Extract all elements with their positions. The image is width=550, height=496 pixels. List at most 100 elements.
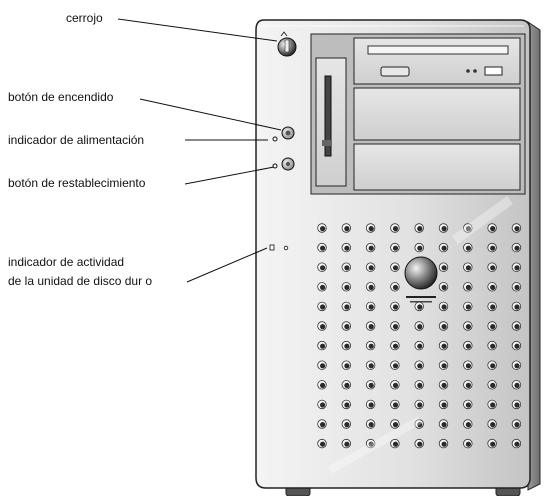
vent-hole-shadow <box>417 422 423 428</box>
vent-hole-shadow <box>344 226 350 232</box>
vent-hole-shadow <box>514 284 520 290</box>
vent-hole-shadow <box>320 402 326 408</box>
vent-hole-shadow <box>392 304 399 310</box>
label-reset-button: botón de restablecimiento <box>8 176 146 190</box>
vent-hole-shadow <box>465 284 471 290</box>
vent-hole-shadow <box>465 402 471 408</box>
vent-hole-shadow <box>392 422 399 428</box>
bezel-shading <box>328 195 513 474</box>
vent-hole-shadow <box>368 265 374 271</box>
vent-hole-shadow <box>514 226 520 232</box>
vent-hole-shadow <box>465 363 471 369</box>
vent-hole-shadow <box>344 363 350 369</box>
vent-hole-shadow <box>490 363 496 369</box>
reset-button[interactable] <box>281 157 295 171</box>
vent-hole-shadow <box>368 402 374 408</box>
vent-hole-shadow <box>514 363 520 369</box>
vent-hole-shadow <box>320 382 326 388</box>
vent-hole-shadow <box>344 324 350 330</box>
vent-hole-shadow <box>344 422 350 428</box>
vent-hole-shadow <box>392 382 399 388</box>
vent-hole-shadow <box>392 226 399 232</box>
vent-hole-shadow <box>368 382 374 388</box>
hdd-activity-indicator-led <box>269 244 289 251</box>
vent-hole-shadow <box>320 265 326 271</box>
vent-hole-shadow <box>392 245 399 251</box>
cdrom-drive[interactable] <box>353 37 521 85</box>
vent-hole-shadow <box>320 304 326 310</box>
label-hdd-activity-line1: indicador de actividad <box>8 255 124 269</box>
drive-bay-area <box>310 33 526 195</box>
vent-hole-shadow <box>392 363 399 369</box>
vent-hole-shadow <box>344 382 350 388</box>
vent-hole-shadow <box>417 363 423 369</box>
vent-hole-shadow <box>368 284 374 290</box>
vent-hole-shadow <box>490 422 496 428</box>
vent-hole-shadow <box>320 343 326 349</box>
lock-icon[interactable] <box>277 31 297 57</box>
vent-hole-shadow <box>392 265 399 271</box>
vent-hole-shadow <box>490 343 496 349</box>
vent-hole-shadow <box>392 402 399 408</box>
vent-hole-shadow <box>320 363 326 369</box>
vent-hole-shadow <box>344 304 350 310</box>
vent-hole-shadow <box>368 363 374 369</box>
vent-hole-shadow <box>417 402 423 408</box>
vent-hole-shadow <box>417 304 423 310</box>
vent-hole-shadow <box>441 265 447 271</box>
drive-bay-blank <box>353 143 521 191</box>
vent-hole-shadow <box>465 226 471 232</box>
power-indicator-led <box>272 136 278 142</box>
vent-hole-shadow <box>320 245 326 251</box>
vent-hole-shadow <box>465 245 471 251</box>
vent-hole-shadow <box>441 402 447 408</box>
power-button[interactable] <box>281 126 295 140</box>
label-power-indicator: indicador de alimentación <box>8 133 144 147</box>
vent-hole-shadow <box>465 304 471 310</box>
vent-hole-shadow <box>392 284 399 290</box>
vent-hole-shadow <box>490 304 496 310</box>
vent-hole-shadow <box>441 382 447 388</box>
vent-hole-shadow <box>490 265 496 271</box>
vent-hole-shadow <box>417 245 423 251</box>
vent-hole-shadow <box>368 343 374 349</box>
vent-hole-shadow <box>514 382 520 388</box>
vent-hole-shadow <box>490 284 496 290</box>
vent-hole-shadow <box>441 304 447 310</box>
vent-hole-shadow <box>465 422 471 428</box>
drive-bay-blank <box>353 87 521 141</box>
vent-hole-shadow <box>490 402 496 408</box>
vent-hole-shadow <box>514 402 520 408</box>
vent-hole-shadow <box>441 245 447 251</box>
label-hdd-activity-line2: de la unidad de disco dur o <box>8 274 152 288</box>
vent-hole-shadow <box>514 441 520 447</box>
vent-hole-shadow <box>441 363 447 369</box>
vent-hole-shadow <box>490 382 496 388</box>
vent-hole-shadow <box>514 324 520 330</box>
vent-hole-shadow <box>441 284 447 290</box>
vent-hole-shadow <box>368 245 374 251</box>
label-power-button: botón de encendido <box>8 90 114 104</box>
vent-hole-shadow <box>344 402 350 408</box>
vent-hole-shadow <box>368 441 374 447</box>
label-lock: cerrojo <box>66 11 103 25</box>
ventilation-grid <box>317 223 522 449</box>
vent-hole-shadow <box>514 245 520 251</box>
vent-hole-shadow <box>514 422 520 428</box>
vent-hole-shadow <box>344 343 350 349</box>
vent-hole-shadow <box>417 441 423 447</box>
vent-hole-shadow <box>465 343 471 349</box>
vent-hole-shadow <box>392 343 399 349</box>
vent-hole-shadow <box>320 284 326 290</box>
vent-hole-shadow <box>441 441 447 447</box>
vent-hole-shadow <box>320 422 326 428</box>
vent-hole-shadow <box>490 245 496 251</box>
vent-hole-shadow <box>441 226 447 232</box>
vent-hole-shadow <box>417 324 423 330</box>
vent-hole-shadow <box>344 265 350 271</box>
floppy-drive[interactable] <box>315 57 347 187</box>
leader-lines <box>117 18 282 283</box>
vent-hole-shadow <box>465 382 471 388</box>
logo-badge <box>404 256 438 303</box>
vent-hole-shadow <box>490 226 496 232</box>
